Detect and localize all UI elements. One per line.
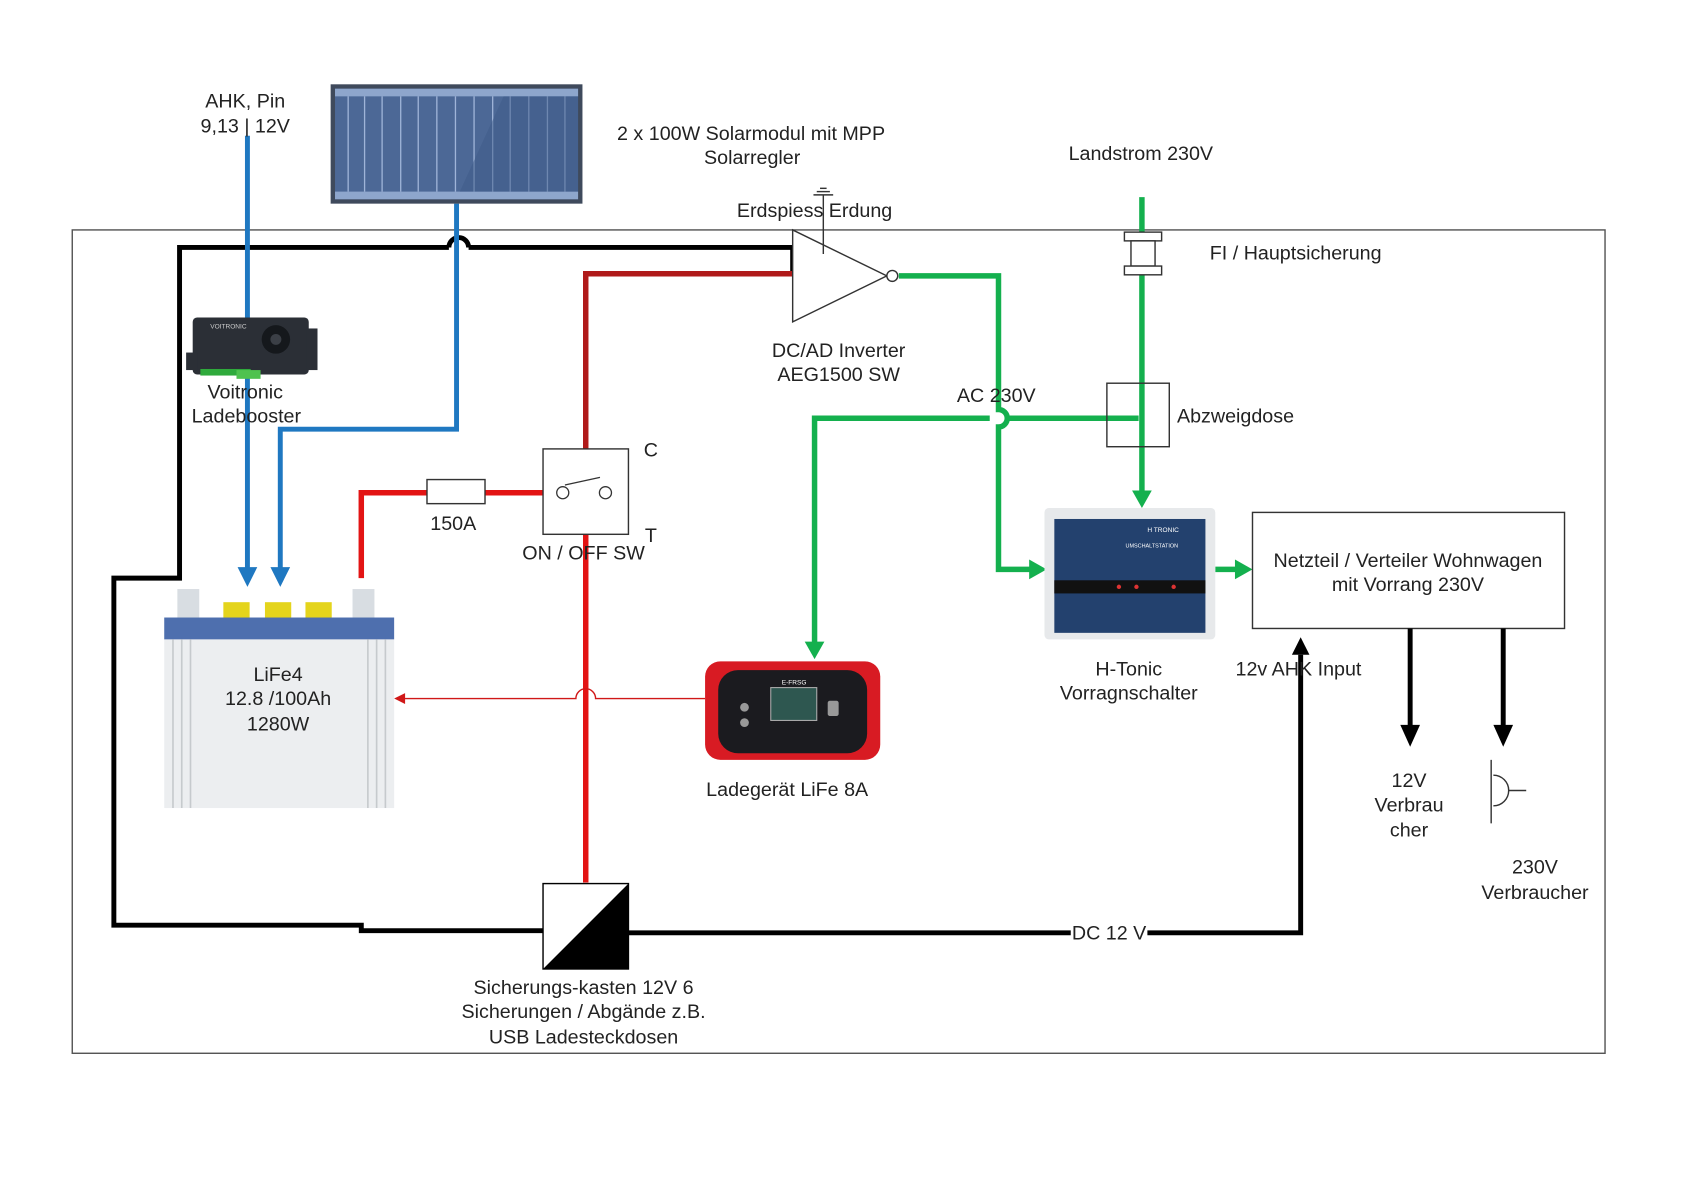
battery-label-3: 1280W	[247, 713, 310, 735]
fuse-150a[interactable]	[426, 478, 486, 505]
inverter-label-2: AEG1500 SW	[777, 364, 900, 386]
output-wires	[1407, 628, 1506, 728]
ground-symbol-icon	[813, 187, 834, 196]
socket-230v-icon	[1490, 759, 1527, 824]
v12-label-2: Verbrau	[1375, 794, 1444, 816]
htonic-panel: UMSCHALTSTATION	[1125, 543, 1178, 549]
htonic-label: H-Tonic	[1095, 659, 1162, 681]
voitronic-label: Voitronic	[207, 382, 283, 404]
fusebox-label-3: USB Ladesteckdosen	[489, 1026, 678, 1048]
fuse-label: 150A	[430, 513, 477, 535]
dc-ac-inverter[interactable]	[791, 194, 899, 324]
htonic-label-2: Vorragnschalter	[1060, 683, 1198, 705]
lifepo4-battery[interactable]	[164, 589, 395, 809]
fusebox-label: Sicherungs-kasten 12V 6	[474, 977, 694, 999]
erdung-label: Erdspiess Erdung	[737, 200, 892, 222]
inverter-label: DC/AD Inverter	[772, 340, 906, 362]
voitronic-brand: VOITRONIC	[210, 323, 247, 330]
ahk-input-arrow	[1291, 637, 1310, 655]
blue-arrow-2	[270, 567, 291, 587]
switch-t-label: T	[645, 525, 657, 547]
ahk-pin-label: AHK, Pin	[205, 90, 285, 112]
h-tonic-vorrangschalter[interactable]: H TRONIC UMSCHALTSTATION	[1044, 508, 1216, 640]
v230-label-2: Verbraucher	[1481, 882, 1589, 904]
ahk-input-label: 12v AHK Input	[1236, 659, 1362, 681]
on-off-switch[interactable]	[542, 448, 630, 536]
dc12-label: DC 12 V	[1072, 922, 1147, 944]
blue-arrow-1	[237, 567, 258, 587]
switch-c-label: C	[644, 440, 658, 462]
v230-label: 230V	[1512, 857, 1559, 879]
voitronic-label-2: Ladebooster	[192, 406, 302, 428]
charger-wire	[394, 687, 706, 705]
ac-arrow-netzteil	[1234, 559, 1253, 580]
dc-12v-wire	[628, 654, 1304, 936]
ac-arrow-htonic	[1029, 559, 1047, 580]
netzteil-label: Netzteil / Verteiler Wohnwagen	[1274, 550, 1543, 572]
ac-arrow-landstrom	[1132, 490, 1152, 509]
solar-label-2: Solarregler	[704, 147, 801, 169]
htonic-brand: H TRONIC	[1147, 527, 1179, 534]
voitronic-ladebooster[interactable]: VOITRONIC	[186, 317, 318, 379]
ac230-label: AC 230V	[957, 385, 1037, 407]
switch-label: ON / OFF SW	[522, 542, 645, 564]
v12-label-3: cher	[1390, 819, 1429, 841]
abzweigdose-label: Abzweigdose	[1177, 406, 1294, 428]
caravan-frame	[71, 229, 1606, 1054]
landstrom-label: Landstrom 230V	[1069, 143, 1214, 165]
dc-positive-wire	[358, 270, 793, 883]
fusebox-label-2: Sicherungen / Abgände z.B.	[462, 1001, 706, 1023]
netzteil-verteiler-box[interactable]	[1251, 511, 1566, 630]
v12-label: 12V	[1392, 770, 1428, 792]
netzteil-label-2: mit Vorrang 230V	[1332, 574, 1485, 596]
solar-label: 2 x 100W Solarmodul mit MPP	[617, 123, 885, 145]
solar-panel[interactable]	[330, 84, 583, 204]
ladegeraet[interactable]: E-FRSG	[705, 661, 881, 760]
arrow-230v-verbraucher	[1493, 724, 1514, 747]
abzweigdose-box[interactable]	[1106, 382, 1170, 448]
arrow-12v-verbraucher	[1400, 724, 1421, 747]
battery-label: LiFe4	[253, 664, 302, 686]
charger-label: Ladegerät LiFe 8A	[706, 779, 869, 801]
fi-hauptsicherung[interactable]	[1123, 231, 1163, 276]
sicherungskasten[interactable]	[542, 882, 630, 970]
fi-label: FI / Hauptsicherung	[1210, 242, 1382, 264]
battery-label-2: 12.8 /100Ah	[225, 688, 331, 710]
ac-230v-wire	[811, 197, 1238, 644]
ac-arrow-charger	[804, 641, 825, 660]
charger-brand: E-FRSG	[782, 679, 807, 686]
ahk-pin-label-2: 9,13 | 12V	[201, 115, 291, 137]
